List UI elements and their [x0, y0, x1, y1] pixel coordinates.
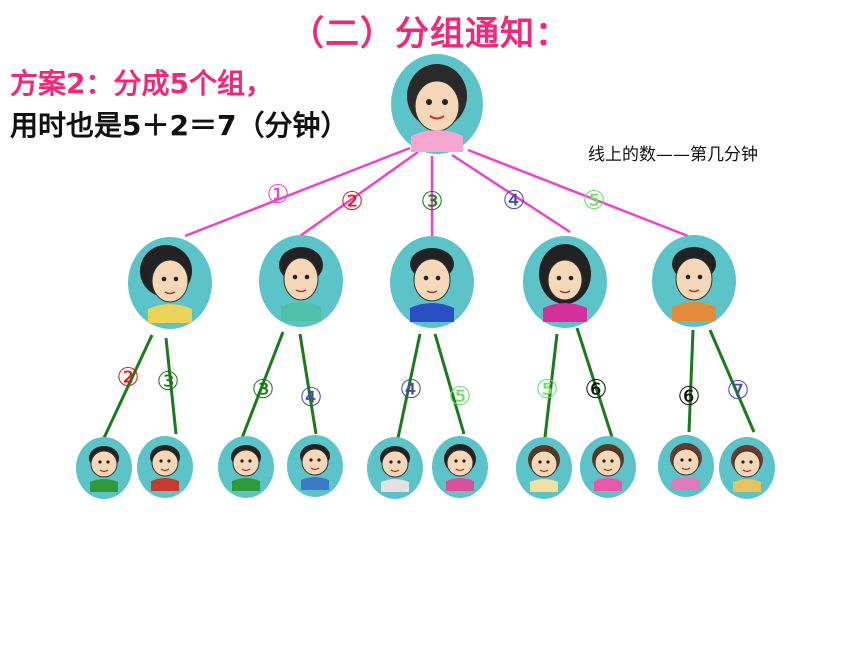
bottom-links [101, 327, 756, 441]
link-b-7 [543, 333, 559, 438]
avatar-bottom-6 [432, 436, 488, 498]
link-b-8 [575, 327, 614, 438]
avatar-bottom-4 [287, 435, 343, 497]
link-top-4 [451, 153, 571, 234]
bottom-label-5: ④ [399, 375, 422, 405]
bottom-label-9: ⑥ [677, 382, 700, 412]
bottom-label-4: ④ [299, 383, 322, 413]
link-top-2 [299, 150, 419, 238]
avatar-mid-3 [390, 236, 474, 328]
avatar-mid-1 [128, 237, 212, 329]
link-top-1 [184, 146, 411, 238]
avatar-bottom-8 [580, 436, 636, 498]
bottom-label-7: ⑤ [535, 375, 558, 405]
bottom-label-1: ② [116, 363, 139, 393]
link-b-10 [708, 329, 756, 433]
avatar-bottom-2 [137, 436, 193, 498]
avatar-bottom-1 [76, 437, 132, 499]
avatar-bottom-5 [367, 437, 423, 499]
top-label-4: ④ [502, 186, 525, 216]
top-label-5: ⑤ [582, 186, 605, 216]
link-b-6 [433, 333, 466, 435]
top-label-2: ② [340, 187, 363, 217]
avatar-bottom-7 [516, 437, 572, 499]
bottom-label-2: ③ [156, 367, 179, 397]
avatar-mid-4 [523, 236, 607, 328]
plan-line-1: 方案2：分成5个组， [10, 67, 273, 100]
page-title: （二）分组通知： [290, 14, 570, 54]
link-b-2 [164, 337, 178, 435]
top-links [184, 146, 689, 238]
link-b-9 [687, 329, 695, 433]
avatar-mid-2 [259, 235, 343, 327]
link-b-4 [298, 333, 318, 435]
plan-line-2: 用时也是5＋2＝7（分钟） [10, 109, 349, 142]
avatar-teacher [391, 54, 483, 154]
bottom-label-3: ③ [251, 375, 274, 405]
top-label-3: ③ [420, 187, 443, 217]
bottom-avatars [76, 435, 775, 499]
link-b-1 [101, 334, 154, 441]
legend-note: 线上的数——第几分钟 [588, 145, 758, 165]
avatar-mid-5 [652, 235, 736, 327]
bottom-minute-labels: ② ③ ③ ④ ④ ⑤ ⑤ ⑥ ⑥ ⑦ [116, 363, 749, 413]
bottom-label-8: ⑥ [584, 375, 607, 405]
bottom-label-6: ⑤ [448, 382, 471, 412]
avatar-bottom-9 [658, 435, 714, 497]
avatar-bottom-3 [218, 436, 274, 498]
link-b-3 [240, 331, 285, 439]
top-minute-labels: ① ② ③ ④ ⑤ [266, 180, 605, 217]
avatar-bottom-10 [719, 437, 775, 499]
link-b-5 [396, 333, 422, 439]
top-label-1: ① [266, 180, 289, 210]
link-top-5 [467, 148, 689, 238]
bottom-label-10: ⑦ [726, 376, 749, 406]
mid-avatars [128, 235, 736, 329]
